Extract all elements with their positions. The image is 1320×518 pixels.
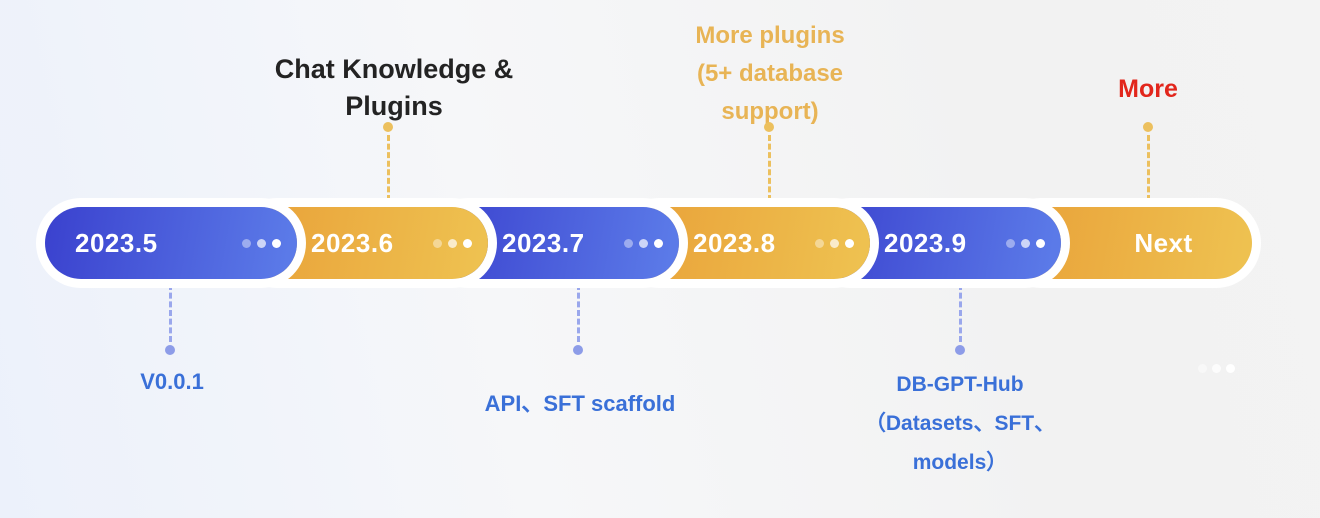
annotation-line: support) — [721, 98, 819, 125]
milestone-date: 2023.8 — [693, 227, 776, 258]
milestone-date: 2023.5 — [75, 227, 158, 258]
connector-dot — [165, 345, 175, 355]
connector-dashed-line — [168, 284, 172, 342]
connector-dashed-line — [1146, 135, 1150, 201]
milestone-date: 2023.7 — [502, 227, 585, 258]
connector-2023-6 — [383, 122, 393, 201]
annotation-line: DB-GPT-Hub — [896, 373, 1024, 396]
connector-next — [1143, 122, 1153, 201]
connector-dot — [764, 122, 774, 132]
annotation-line: V0.0.1 — [140, 369, 204, 394]
connector-2023-8 — [764, 122, 774, 201]
annotation-line: （Datasets、SFT、 — [864, 412, 1056, 435]
annotation-line: More plugins — [695, 22, 845, 49]
ellipsis-dots-icon — [433, 238, 472, 248]
connector-dashed-line — [958, 284, 962, 342]
connector-dot — [383, 122, 393, 132]
connector-2023-7 — [573, 284, 583, 355]
annotation-line: API、SFT scaffold — [484, 391, 676, 416]
background-ellipsis-dots-icon — [1198, 364, 1235, 373]
annotation-dbgpt-hub: DB-GPT-Hub （Datasets、SFT、 models） — [865, 365, 1055, 482]
ellipsis-dots-icon — [242, 238, 281, 248]
annotation-line: Plugins — [345, 91, 443, 121]
milestone-date: Next — [1134, 227, 1193, 258]
ellipsis-dots-icon — [624, 238, 663, 248]
annotation-more-plugins: More plugins (5+ database support) — [695, 17, 844, 131]
connector-2023-5 — [165, 284, 175, 355]
connector-dot — [955, 345, 965, 355]
annotation-api-sft-scaffold: API、SFT scaffold — [485, 386, 676, 418]
annotation-line: models） — [912, 451, 1008, 474]
annotation-chat-knowledge-plugins: Chat Knowledge & Plugins — [275, 51, 514, 125]
annotation-line: Chat Knowledge & — [274, 54, 514, 84]
annotation-line: (5+ database — [696, 60, 844, 87]
ellipsis-dots-icon — [815, 238, 854, 248]
connector-dot — [573, 345, 583, 355]
timeline-bar: 2023.5 2023.6 2023.7 2023.8 2023.9 Next — [45, 207, 1252, 279]
annotation-more: More — [1118, 75, 1178, 104]
connector-2023-9 — [955, 284, 965, 355]
ellipsis-dots-icon — [1006, 238, 1045, 248]
connector-dot — [1143, 122, 1153, 132]
connector-dashed-line — [576, 284, 580, 342]
annotation-v001: V0.0.1 — [140, 369, 204, 395]
connector-dashed-line — [386, 135, 390, 201]
connector-dashed-line — [767, 135, 771, 201]
annotation-line: More — [1118, 75, 1178, 103]
milestone-date: 2023.6 — [311, 227, 394, 258]
milestone-pill-2023-5: 2023.5 — [45, 207, 297, 279]
milestone-date: 2023.9 — [884, 227, 967, 258]
